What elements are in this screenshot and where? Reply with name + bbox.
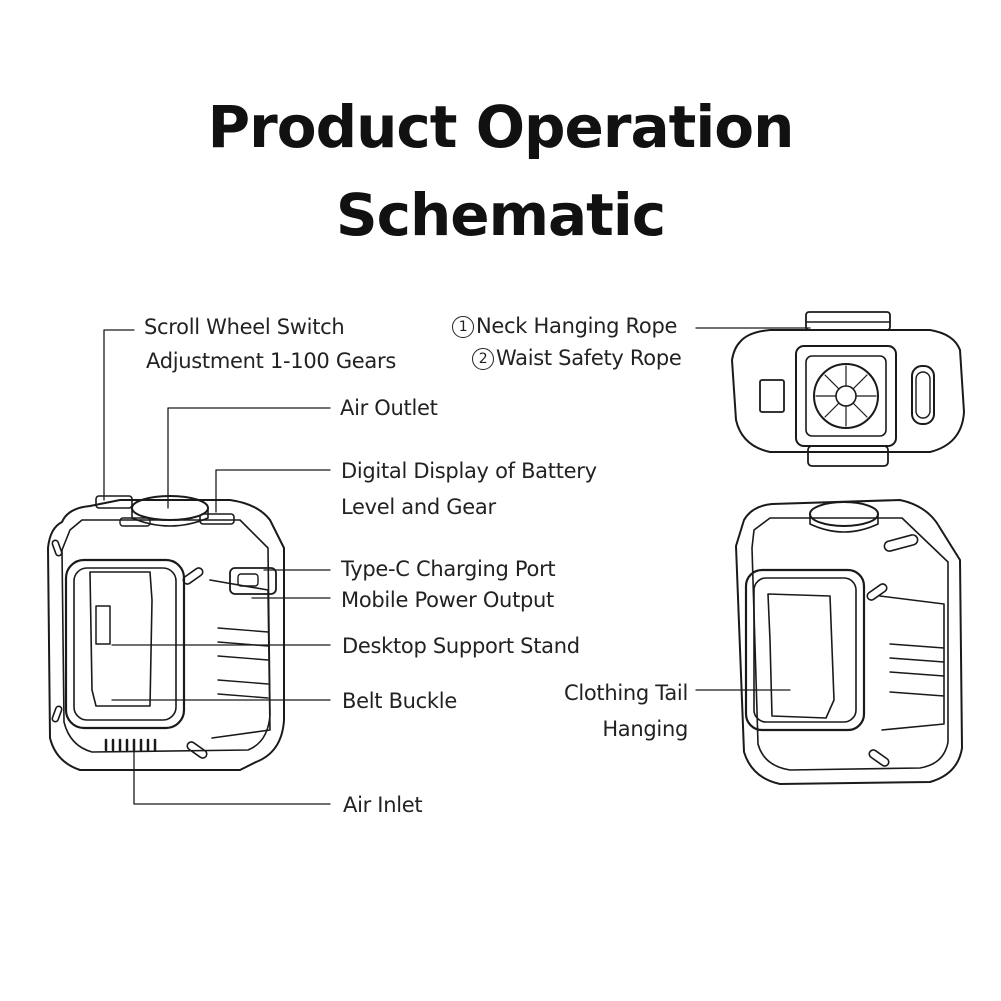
right-top-device-body	[731, 329, 965, 453]
label-scroll-wheel-line-2: Adjustment 1-100 Gears	[146, 349, 396, 373]
label-neck-hanging-rope-text: Neck Hanging Rope	[476, 314, 678, 338]
left-device-type-c-port	[229, 567, 277, 595]
leader-lines	[103, 327, 811, 805]
right-bottom-device-body	[735, 499, 963, 785]
label-type-c-port: Type-C Charging Port	[341, 557, 556, 581]
number-badge-1: 1	[452, 316, 474, 338]
left-device-air-inlet-grille	[104, 738, 157, 752]
title-line-1: Product Operation	[207, 93, 795, 161]
left-device	[47, 495, 285, 771]
label-clothing-tail-line-2: Hanging	[602, 717, 688, 741]
left-device-front-frame	[64, 558, 186, 730]
right-top-device	[731, 311, 965, 467]
label-clothing-tail-line-1: Clothing Tail	[563, 681, 688, 705]
label-desktop-support-stand: Desktop Support Stand	[342, 634, 580, 658]
label-air-outlet: Air Outlet	[340, 396, 438, 420]
left-device-body	[47, 499, 285, 771]
title-line-2: Schematic	[335, 181, 666, 249]
number-badge-2: 2	[472, 348, 494, 370]
right-bottom-device	[735, 499, 963, 785]
label-scroll-wheel-line-1: Scroll Wheel Switch	[144, 315, 345, 339]
right-top-device-fan	[813, 363, 879, 429]
label-digital-display-line-2: Level and Gear	[341, 495, 496, 519]
label-air-inlet: Air Inlet	[343, 793, 423, 817]
label-digital-display-line-1: Digital Display of Battery	[341, 459, 597, 483]
label-waist-safety-rope-text: Waist Safety Rope	[496, 346, 682, 370]
label-mobile-power-output: Mobile Power Output	[341, 588, 554, 612]
label-belt-buckle: Belt Buckle	[342, 689, 457, 713]
